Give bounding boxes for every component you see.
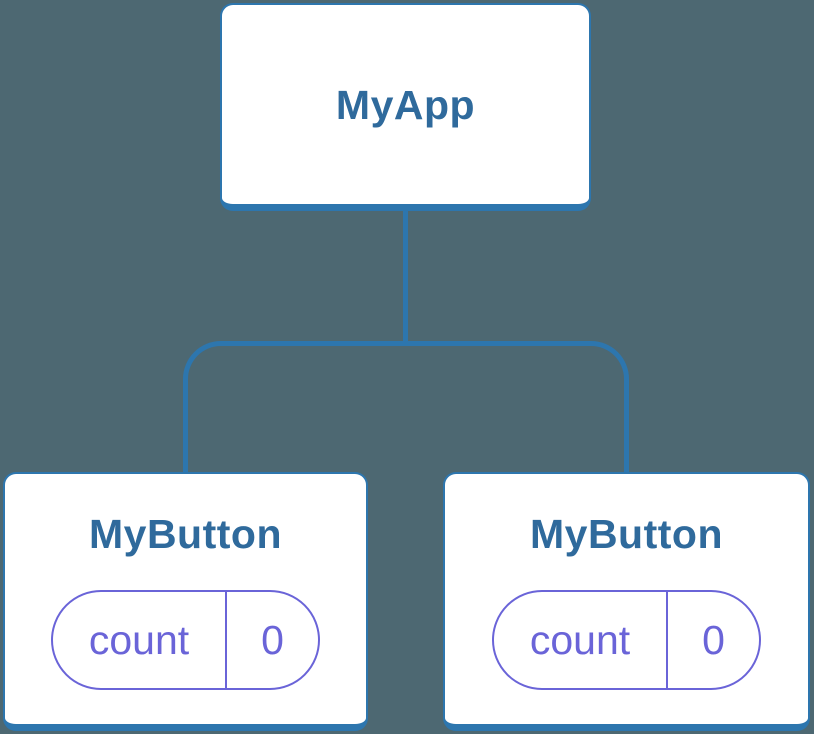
state-name-right: count	[494, 592, 668, 688]
tree-node-mybutton-left: MyButton count 0	[3, 472, 368, 731]
node-label-myapp: MyApp	[335, 81, 476, 128]
state-value-left: 0	[261, 616, 284, 663]
tree-node-mybutton-right: MyButton count 0	[443, 472, 810, 731]
node-label-mybutton-right: MyButton	[529, 511, 723, 557]
tree-connector-stem	[403, 209, 408, 345]
tree-node-myapp: MyApp	[220, 3, 591, 211]
state-badge-left: count 0	[51, 590, 320, 690]
state-value-right: 0	[702, 616, 725, 663]
state-badge-right: count 0	[492, 590, 761, 690]
state-name-left: count	[53, 592, 227, 688]
tree-connector-bracket	[183, 341, 629, 472]
node-label-mybutton-left: MyButton	[88, 511, 282, 557]
